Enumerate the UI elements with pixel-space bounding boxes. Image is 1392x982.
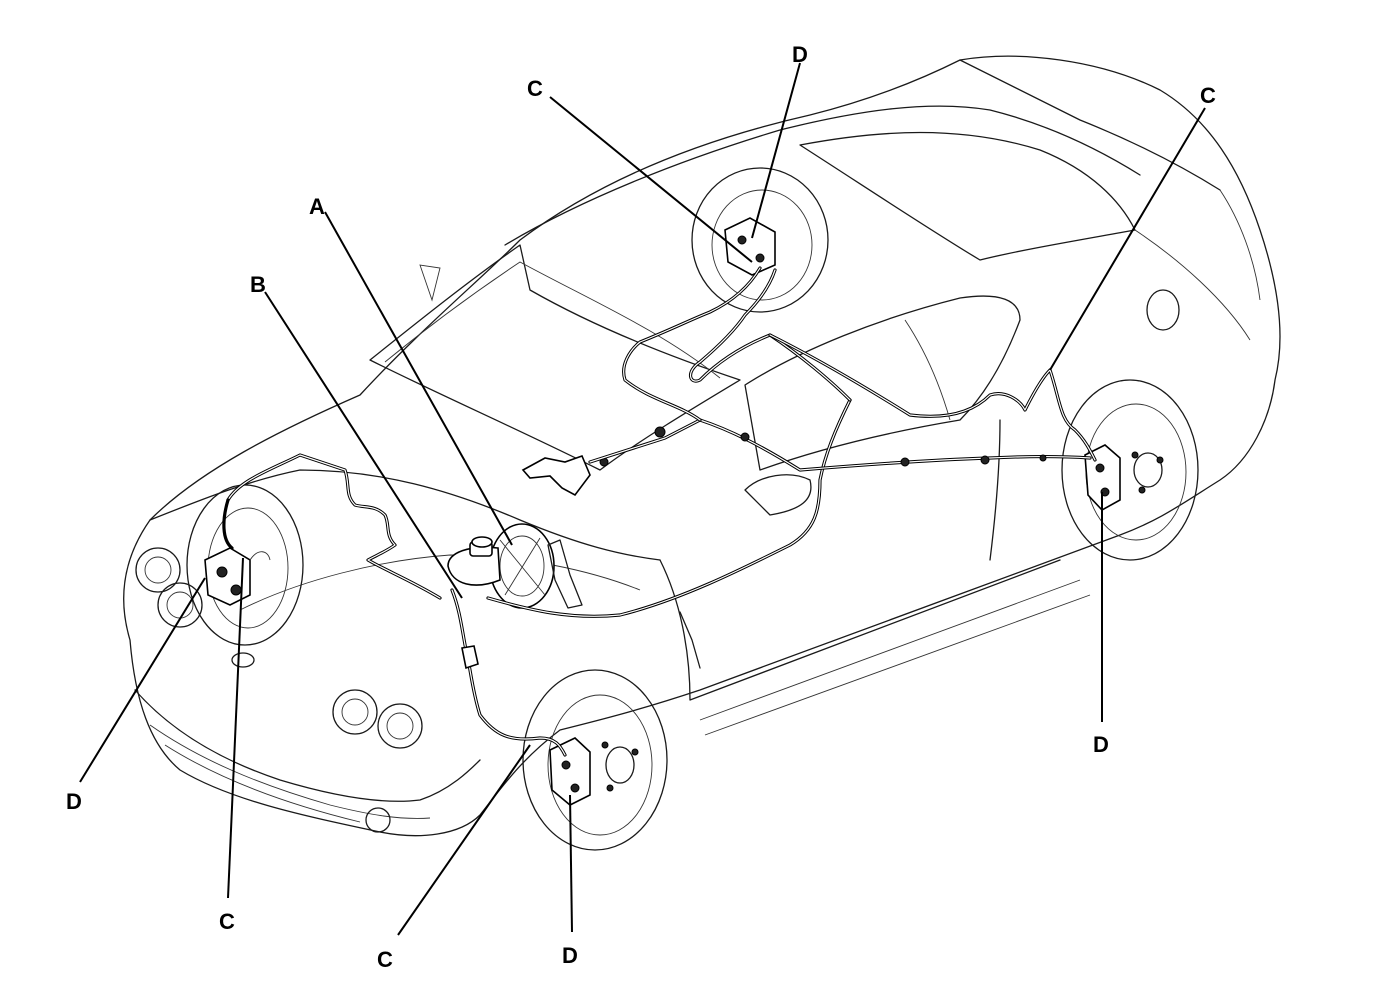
- windshield-inner: [384, 261, 721, 379]
- callout-labels: A B C D C D D C C D: [66, 42, 1216, 972]
- wheel-rear-left: [691, 167, 829, 313]
- windshield: [369, 244, 741, 471]
- brake-lines: [222, 266, 1097, 757]
- label-c-top-right: C: [1200, 83, 1216, 108]
- label-c-top-left: C: [527, 76, 543, 101]
- hood-edge: [149, 469, 661, 561]
- door-line: [659, 419, 1061, 701]
- rear-quarter: [1134, 189, 1261, 341]
- bumper-lower: [149, 724, 431, 819]
- roof-line: [504, 105, 1141, 246]
- leader-d-top: [751, 62, 801, 239]
- leader-d-left: [79, 577, 206, 783]
- side-window: [744, 295, 1021, 471]
- front-bumper: [134, 689, 481, 802]
- b-pillar: [904, 319, 951, 421]
- hood-crease: [239, 554, 641, 611]
- headlight-left: [135, 547, 203, 628]
- parking-brake-lever: [521, 418, 702, 497]
- leader-a: [324, 211, 513, 546]
- label-c-left: C: [219, 909, 235, 934]
- brake-line-front-left: [226, 453, 442, 600]
- car-body: [122, 55, 1281, 837]
- label-d-bottom: D: [562, 943, 578, 968]
- headlight-right: [332, 689, 423, 749]
- brake-booster-assembly: [447, 523, 583, 609]
- label-b: B: [250, 272, 266, 297]
- label-d-top: D: [792, 42, 808, 67]
- wheel-front-left: [186, 484, 304, 646]
- leader-c-top-right: [1049, 107, 1206, 371]
- leader-c-bottom: [397, 744, 531, 936]
- label-a: A: [309, 194, 325, 219]
- label-d-right: D: [1093, 732, 1109, 757]
- bumper-lip: [164, 744, 361, 823]
- wheel-rear-right: [1061, 379, 1199, 561]
- leader-c-top-left: [549, 96, 753, 263]
- label-c-bottom: C: [377, 947, 393, 972]
- emblem: [231, 652, 255, 668]
- leader-b: [264, 291, 463, 599]
- fog-lamp: [365, 807, 391, 833]
- leader-d-bottom: [569, 794, 573, 933]
- leader-c-left: [227, 557, 244, 899]
- wheel-front-right: [522, 669, 668, 851]
- brake-line-rear-right: [768, 333, 1097, 462]
- side-mirror: [744, 474, 812, 516]
- car-silhouette: [122, 55, 1281, 837]
- rear-window: [799, 131, 1136, 261]
- left-wiper: [419, 264, 441, 302]
- brake-line-front-right: [450, 588, 567, 757]
- fuel-cap: [1146, 289, 1180, 331]
- door-handle: [679, 611, 701, 669]
- label-d-left: D: [66, 789, 82, 814]
- side-sill: [699, 579, 1091, 736]
- rear-roof: [959, 59, 1221, 191]
- leader-lines: [79, 62, 1206, 936]
